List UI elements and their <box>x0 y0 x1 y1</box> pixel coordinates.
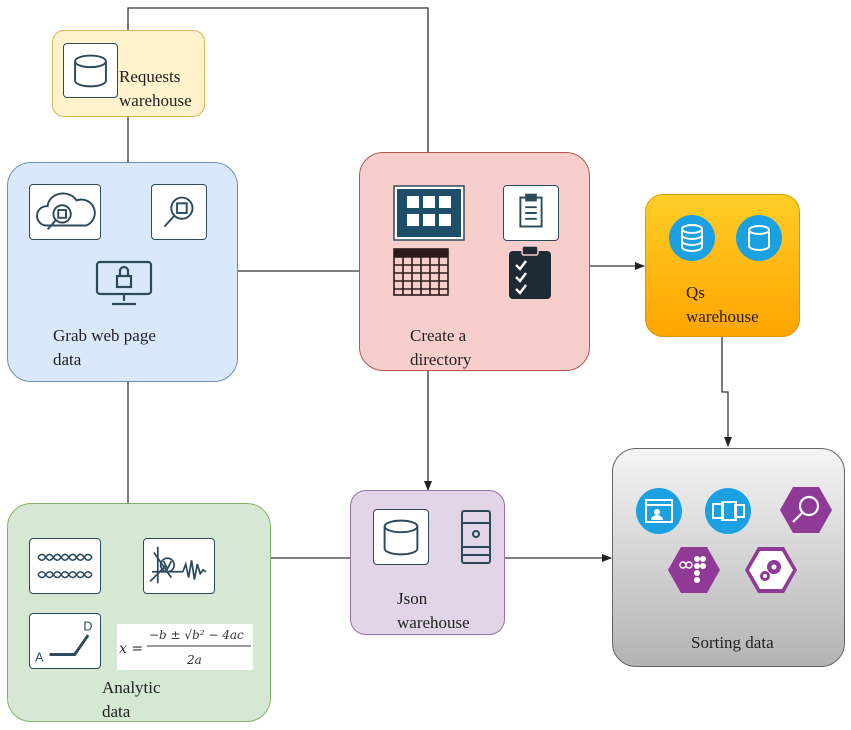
database-icon <box>63 43 118 98</box>
svg-text:x =: x = <box>119 641 143 657</box>
grab-web-page-label-2: data <box>53 350 82 369</box>
json-warehouse-label-1: Json <box>397 589 428 608</box>
connector-requests-to-directory <box>127 7 429 152</box>
grab-web-page-node[interactable]: Grab web page data <box>7 162 238 382</box>
web-user-icon <box>635 487 683 535</box>
create-directory-label-2: directory <box>410 350 472 369</box>
grab-web-page-label-1: Grab web page <box>53 326 156 345</box>
requests-warehouse-label-1: Requests <box>119 67 181 86</box>
chain-pattern-icon <box>29 538 101 594</box>
hex-network-icon <box>667 545 721 595</box>
analytic-data-label-2: data <box>102 702 131 721</box>
create-directory-node[interactable]: Create a directory <box>359 152 590 371</box>
hex-gears-icon <box>744 545 798 595</box>
requests-warehouse-label-2: warehouse <box>119 91 192 110</box>
checklist-icon <box>506 243 554 301</box>
clipboard-icon <box>503 185 559 241</box>
sorting-data-node[interactable]: Sorting data <box>612 448 845 667</box>
vector-signal-icon <box>143 538 215 594</box>
devices-icon <box>704 487 752 535</box>
cloud-search-icon <box>29 184 101 240</box>
database-icon <box>373 509 429 565</box>
create-directory-label-1: Create a <box>410 326 467 345</box>
svg-text:D: D <box>83 619 92 633</box>
analytic-data-label-1: Analytic <box>102 678 161 697</box>
qs-warehouse-node[interactable]: Qs warehouse <box>645 194 800 337</box>
connector-qs-to-sorting <box>721 337 732 447</box>
svg-text:A: A <box>35 650 44 664</box>
monitor-lock-icon <box>94 259 154 307</box>
table-grid-icon <box>393 248 449 298</box>
quadratic-formula-image: x = −b ± √b² − 4ac 2a <box>117 624 253 670</box>
grid-icon <box>393 185 465 241</box>
requests-warehouse-node[interactable]: Requests warehouse <box>52 30 205 117</box>
server-icon <box>459 509 493 565</box>
svg-text:−b ± √b² − 4ac: −b ± √b² − 4ac <box>149 628 244 642</box>
sorting-data-label: Sorting data <box>691 633 774 652</box>
qs-warehouse-label-1: Qs <box>686 283 705 302</box>
database-icon <box>735 214 783 262</box>
search-icon <box>151 184 207 240</box>
json-warehouse-label-2: warehouse <box>397 613 470 632</box>
database-icon <box>668 214 716 262</box>
qs-warehouse-label-2: warehouse <box>686 307 759 326</box>
json-warehouse-node[interactable]: Json warehouse <box>350 490 505 635</box>
hex-search-icon <box>779 485 833 535</box>
svg-text:2a: 2a <box>186 653 202 667</box>
